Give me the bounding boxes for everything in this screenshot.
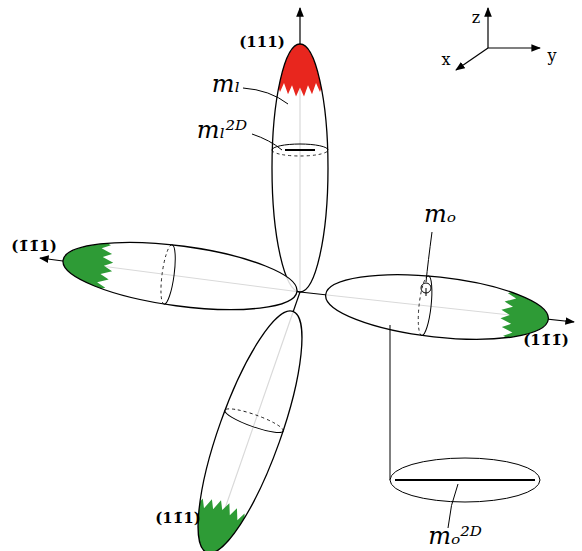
leader-lines <box>243 88 458 528</box>
xyz-axes <box>456 8 540 70</box>
mass-label: mₒ²ᴰ <box>428 524 482 548</box>
ellipsoid <box>270 42 330 292</box>
occupied-cap <box>57 228 117 298</box>
mass-label: mₗ²ᴰ <box>197 118 247 142</box>
ellipsoids <box>57 42 554 551</box>
crystal-axes <box>40 8 574 546</box>
axis-label: z <box>472 10 480 26</box>
direction-label: (11̄1) <box>155 511 201 526</box>
axis-label: y <box>547 48 556 64</box>
ellipsoid <box>322 263 554 351</box>
axis-label: x <box>441 52 450 68</box>
direction-label: (111) <box>239 35 285 50</box>
mass-label: mₒ <box>424 202 456 226</box>
ellipsoid <box>57 228 301 323</box>
mass-label: mₗ <box>212 72 241 96</box>
direction-label: (1̄1̄1) <box>11 239 57 254</box>
direction-label: (11̄1̄) <box>523 333 569 348</box>
projection <box>390 325 540 502</box>
